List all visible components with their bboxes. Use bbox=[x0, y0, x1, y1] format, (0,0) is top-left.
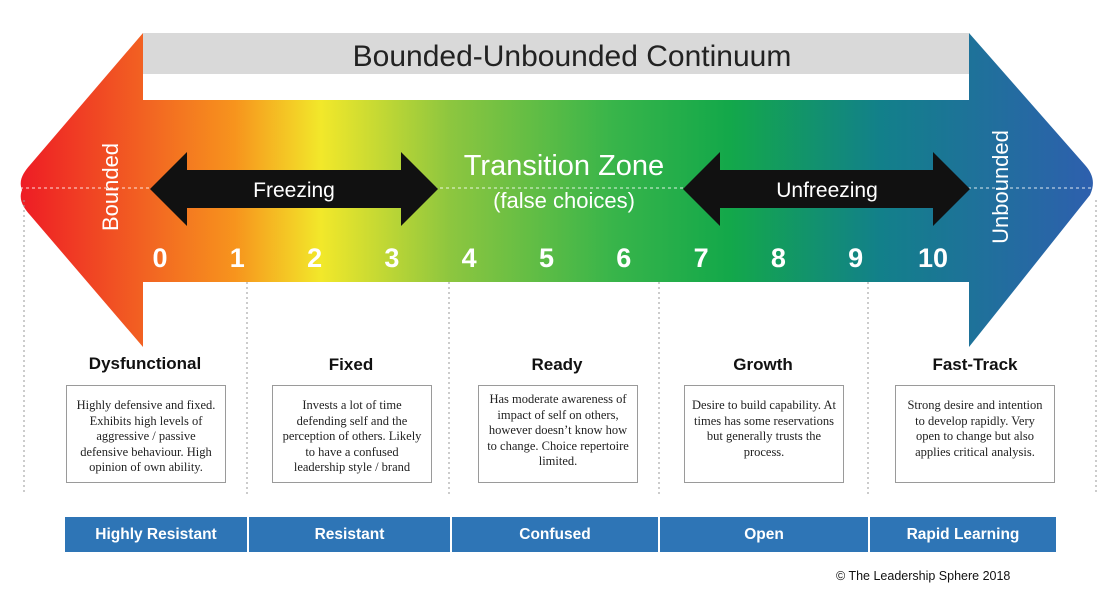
freezing-arrow bbox=[150, 152, 438, 226]
category-title-ready: Ready bbox=[531, 355, 583, 374]
scale-number-5: 5 bbox=[539, 243, 554, 273]
column-dividers bbox=[23, 200, 1097, 494]
scale-number-0: 0 bbox=[152, 243, 167, 273]
continuum-arrow bbox=[20, 33, 1093, 347]
bounded-label: Bounded bbox=[98, 143, 123, 231]
transition-zone-subtitle: (false choices) bbox=[493, 188, 635, 213]
title-band bbox=[143, 33, 969, 74]
disposition-bar-highly-resistant: Highly Resistant bbox=[65, 517, 247, 552]
freezing-label: Freezing bbox=[253, 179, 335, 202]
scale-number-10: 10 bbox=[918, 243, 948, 273]
scale-numbers: 0 1 2 3 4 5 6 7 8 9 10 bbox=[152, 243, 948, 273]
diagram-title: Bounded-Unbounded Continuum bbox=[353, 40, 792, 73]
category-title-growth: Growth bbox=[733, 355, 793, 374]
category-title-fast-track: Fast-Track bbox=[932, 355, 1018, 374]
category-description-ready: Has moderate awareness of impact of self… bbox=[478, 385, 638, 483]
disposition-bar-resistant: Resistant bbox=[249, 517, 450, 552]
disposition-bar-open: Open bbox=[660, 517, 868, 552]
unbounded-label: Unbounded bbox=[988, 130, 1013, 244]
scale-number-1: 1 bbox=[230, 243, 245, 273]
scale-number-7: 7 bbox=[694, 243, 709, 273]
unfreezing-label: Unfreezing bbox=[776, 179, 878, 202]
scale-number-2: 2 bbox=[307, 243, 322, 273]
scale-number-9: 9 bbox=[848, 243, 863, 273]
copyright-notice: © The Leadership Sphere 2018 bbox=[836, 569, 1011, 583]
category-description-fixed: Invests a lot of time defending self and… bbox=[272, 385, 432, 483]
category-title-fixed: Fixed bbox=[328, 355, 374, 374]
scale-number-3: 3 bbox=[384, 243, 399, 273]
disposition-bar-rapid-learning: Rapid Learning bbox=[870, 517, 1056, 552]
scale-number-8: 8 bbox=[771, 243, 786, 273]
scale-number-4: 4 bbox=[462, 243, 477, 273]
category-title-dysfunctional: Dysfunctional bbox=[88, 354, 202, 373]
disposition-bar-confused: Confused bbox=[452, 517, 658, 552]
scale-number-6: 6 bbox=[616, 243, 631, 273]
category-description-growth: Desire to build capability. At times has… bbox=[684, 385, 844, 483]
category-description-dysfunctional: Highly defensive and fixed. Exhibits hig… bbox=[66, 385, 226, 483]
category-description-fast-track: Strong desire and intention to develop r… bbox=[895, 385, 1055, 483]
unfreezing-arrow bbox=[683, 152, 970, 226]
transition-zone-title: Transition Zone bbox=[464, 150, 664, 182]
